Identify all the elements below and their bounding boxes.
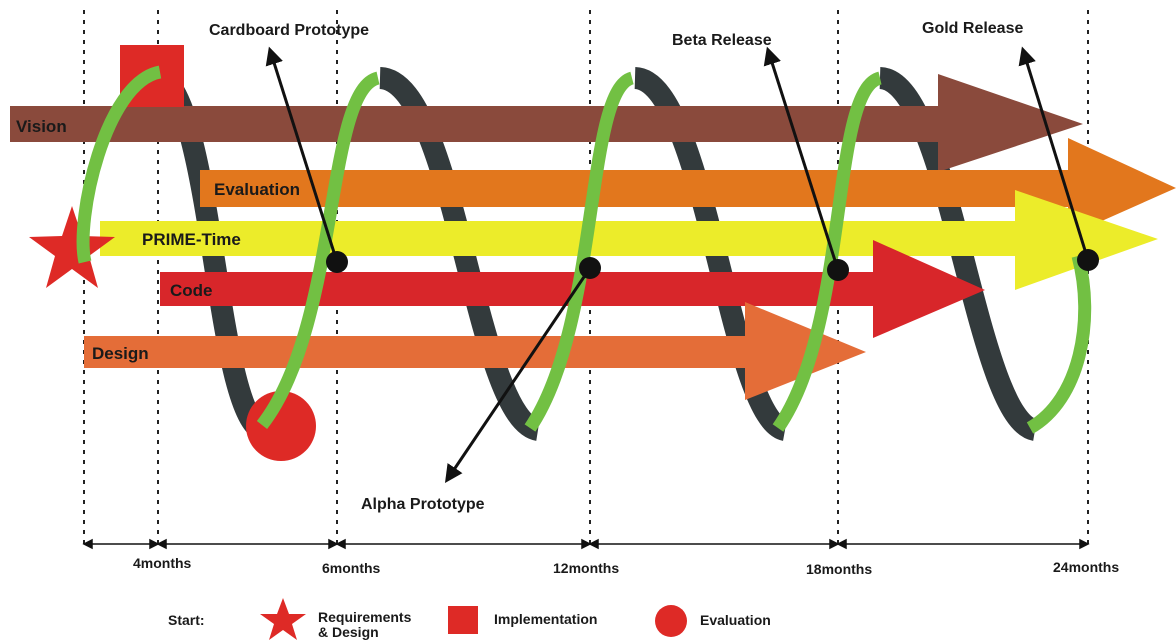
gold-dot [1077,249,1099,271]
timeline-arrow-l5 [838,540,846,548]
tick-12months: 12months [553,560,619,576]
timeline-arrow-r5 [1080,540,1088,548]
beta-release-label: Beta Release [672,32,772,49]
cardboard-prototype-label: Cardboard Prototype [209,22,369,39]
vision-label: Vision [16,117,67,136]
legend-design-label: & Design [318,624,379,640]
alpha-dot [579,257,601,279]
evaluation-label: Evaluation [214,180,300,199]
legend-requirements-label: Requirements [318,609,412,625]
legend: Start: Requirements & Design Implementat… [168,598,771,640]
tick-18months: 18months [806,561,872,577]
code-label: Code [170,281,213,300]
legend-star-icon [260,598,306,640]
design-label: Design [92,344,149,363]
timeline-arrow-l1 [84,540,92,548]
timeline-arrow-l4 [590,540,598,548]
beta-dot [827,259,849,281]
legend-square-icon [448,606,478,634]
alpha-prototype-label: Alpha Prototype [361,496,485,513]
timeline [84,540,1088,548]
gold-release-label: Gold Release [922,20,1023,37]
legend-start-label: Start: [168,612,205,628]
legend-implementation-label: Implementation [494,611,597,627]
tick-24months: 24months [1053,559,1119,575]
timeline-arrow-l2 [158,540,166,548]
tick-4months: 4months [133,555,192,571]
spiral-front-loop-5 [1030,256,1085,428]
legend-circle-icon [655,605,687,637]
tick-6months: 6months [322,560,381,576]
legend-evaluation-label: Evaluation [700,612,771,628]
timeline-arrow-l3 [337,540,345,548]
prime-time-label: PRIME-Time [142,230,241,249]
cardboard-dot [326,251,348,273]
